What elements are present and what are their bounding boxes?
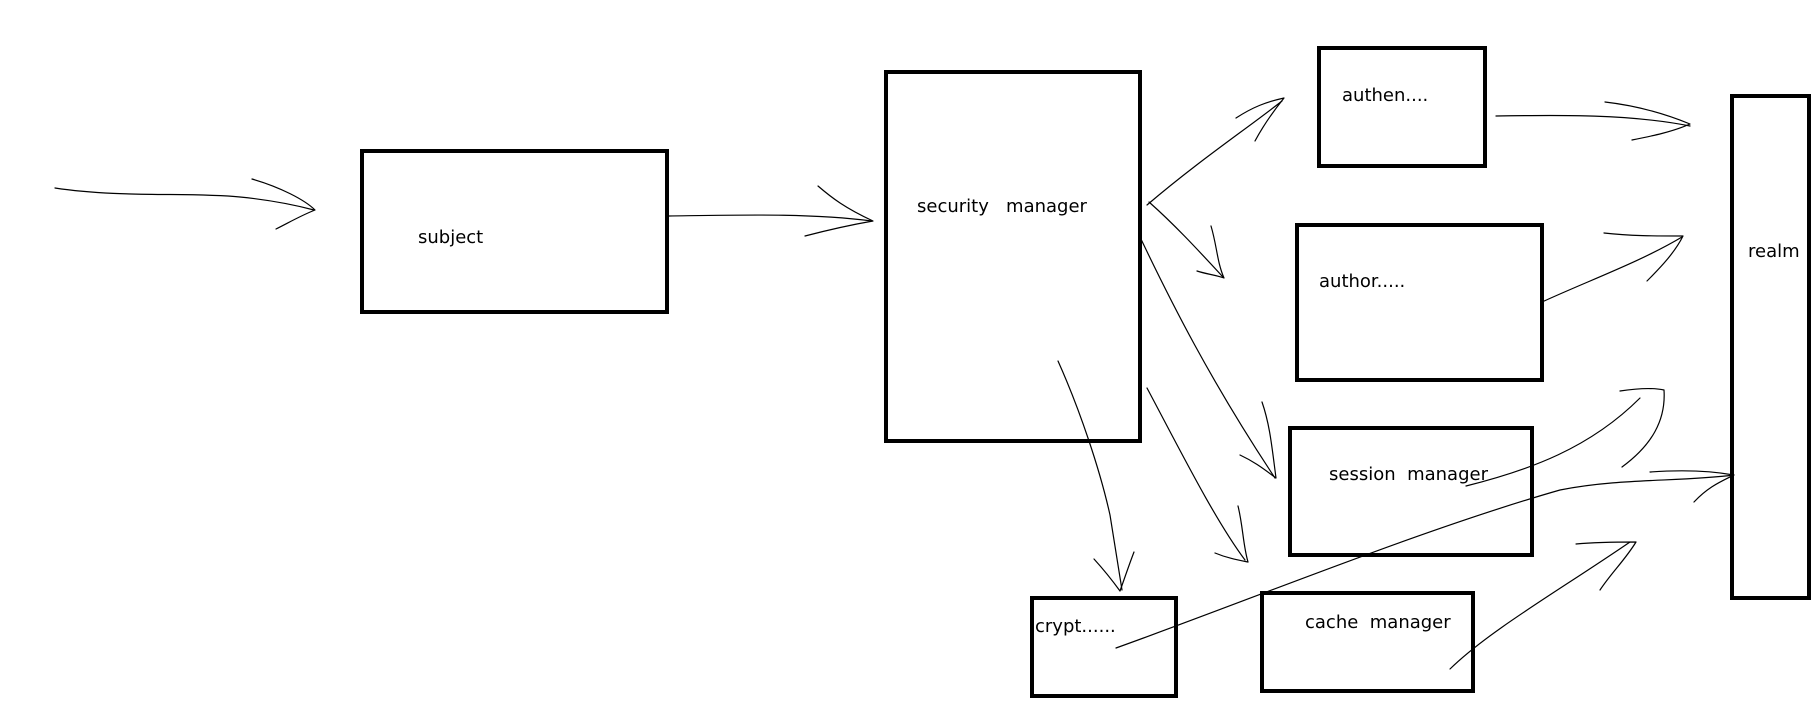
session-manager-label: session manager bbox=[1329, 464, 1488, 485]
arrow-security-author bbox=[1148, 201, 1224, 278]
realm-box bbox=[1730, 94, 1811, 600]
arrow-security-authen bbox=[1146, 100, 1283, 206]
arrow-security-cache bbox=[1146, 387, 1246, 561]
security-manager-box bbox=[884, 70, 1142, 443]
arrow-authen-realm bbox=[1495, 114, 1691, 127]
authen-label: authen.... bbox=[1342, 85, 1429, 106]
arrow-session-realm bbox=[1465, 397, 1641, 487]
arrow-crypt-realm bbox=[1115, 474, 1735, 649]
author-label: author..... bbox=[1319, 271, 1406, 292]
arrow-author-realm-head bbox=[1603, 232, 1684, 282]
arrow-security-crypt bbox=[1057, 360, 1123, 591]
arrow-security-author-head bbox=[1196, 225, 1225, 279]
arrow-security-crypt-head bbox=[1093, 551, 1135, 592]
cache-manager-box bbox=[1260, 591, 1475, 693]
arrow-session-realm-head bbox=[1619, 388, 1665, 468]
arrow-cache-realm bbox=[1449, 541, 1631, 670]
arrow-cache-realm-head bbox=[1575, 541, 1637, 591]
arrow-crypt-realm-head bbox=[1649, 470, 1735, 503]
authen-box bbox=[1317, 46, 1487, 168]
session-manager-box bbox=[1288, 426, 1534, 557]
arrow-security-session-head bbox=[1239, 401, 1277, 479]
arrow-security-session bbox=[1139, 236, 1276, 479]
arrow-subject-security-head bbox=[804, 185, 874, 237]
arrow-entry bbox=[54, 187, 315, 211]
arrow-entry-head bbox=[251, 178, 316, 230]
arrow-subject-security bbox=[668, 214, 873, 222]
arrow-author-realm bbox=[1541, 236, 1683, 303]
crypt-box bbox=[1030, 596, 1178, 698]
security-manager-label: security manager bbox=[917, 196, 1087, 217]
realm-label: realm bbox=[1748, 241, 1800, 262]
arrow-security-authen-head bbox=[1235, 97, 1285, 142]
arrow-authen-realm-head bbox=[1604, 101, 1691, 141]
crypt-label: crypt...... bbox=[1035, 616, 1116, 637]
arrow-security-cache-head bbox=[1214, 505, 1249, 563]
cache-manager-label: cache manager bbox=[1305, 612, 1451, 633]
subject-label: subject bbox=[418, 227, 484, 248]
subject-box bbox=[360, 149, 669, 314]
